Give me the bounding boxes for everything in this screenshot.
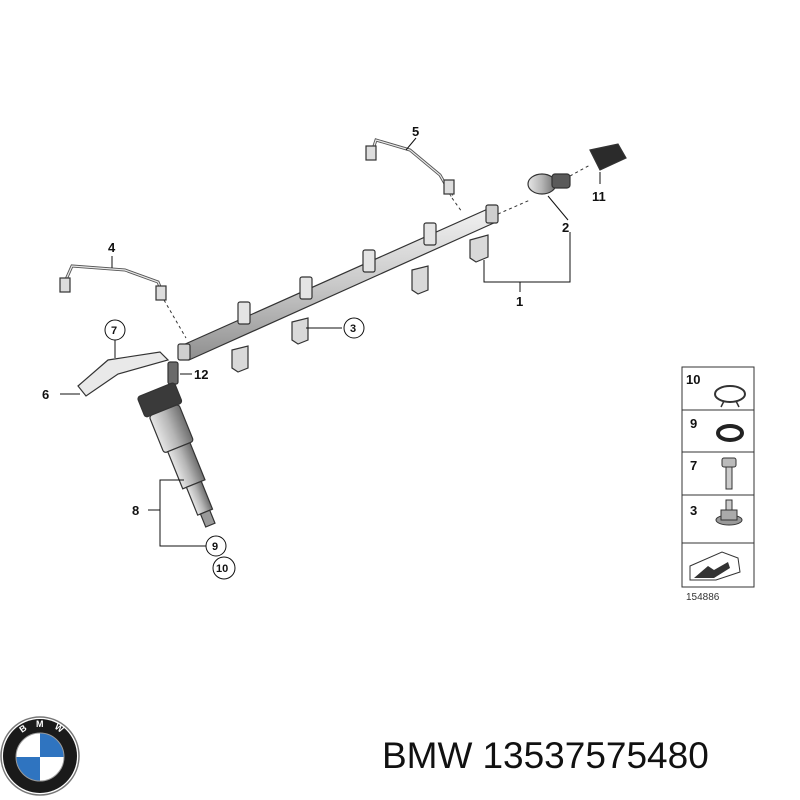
fuel-rail (177, 204, 499, 373)
sensor-connector-plug (569, 143, 627, 177)
callout-1: 1 (516, 294, 523, 309)
reference-number: 154886 (686, 592, 720, 603)
callout-3: 3 (350, 323, 356, 335)
stud-bolt-icon (721, 457, 737, 490)
callout-10: 10 (216, 563, 228, 575)
callout-2: 2 (562, 220, 569, 235)
bmw-roundel-logo: B M W (0, 716, 80, 796)
leader-lines (60, 137, 601, 547)
legend-row-9: 9 (690, 416, 744, 442)
callout-9: 9 (212, 541, 218, 553)
brand-name: BMW (382, 735, 473, 776)
svg-text:B: B (17, 722, 28, 734)
rail-pressure-sensor (497, 173, 571, 215)
injector-holder-bracket (77, 351, 170, 397)
callout-4: 4 (108, 240, 116, 255)
fuel-injector (137, 382, 216, 528)
retaining-ring-icon (714, 385, 746, 408)
callout-7: 7 (111, 325, 117, 337)
legend-number-3: 3 (690, 503, 697, 518)
high-pressure-line-lower (59, 264, 187, 339)
legend-number-10: 10 (686, 372, 700, 387)
arrow-indicator-icon (689, 551, 741, 581)
injector-seal-sleeve (167, 361, 179, 385)
callout-8: 8 (132, 503, 139, 518)
callout-6: 6 (42, 387, 49, 402)
high-pressure-line-upper (365, 138, 463, 213)
legend-row-7: 7 (690, 457, 737, 490)
o-ring-seal-icon (716, 424, 744, 442)
callout-labels: 1 2 3 4 5 6 7 8 9 10 11 12 (42, 124, 606, 580)
hex-flange-bolt-icon (715, 499, 743, 526)
part-number: 13537575480 (482, 735, 709, 776)
legend-row-10: 10 (686, 372, 746, 408)
legend-row-3: 3 (690, 499, 743, 526)
svg-text:M: M (36, 719, 44, 729)
legend-number-7: 7 (690, 458, 697, 473)
legend-number-9: 9 (690, 416, 697, 431)
callout-11: 11 (592, 189, 606, 204)
callout-12: 12 (194, 367, 208, 382)
small-parts-legend: 10 9 7 3 (681, 366, 755, 603)
callout-5: 5 (412, 124, 419, 139)
